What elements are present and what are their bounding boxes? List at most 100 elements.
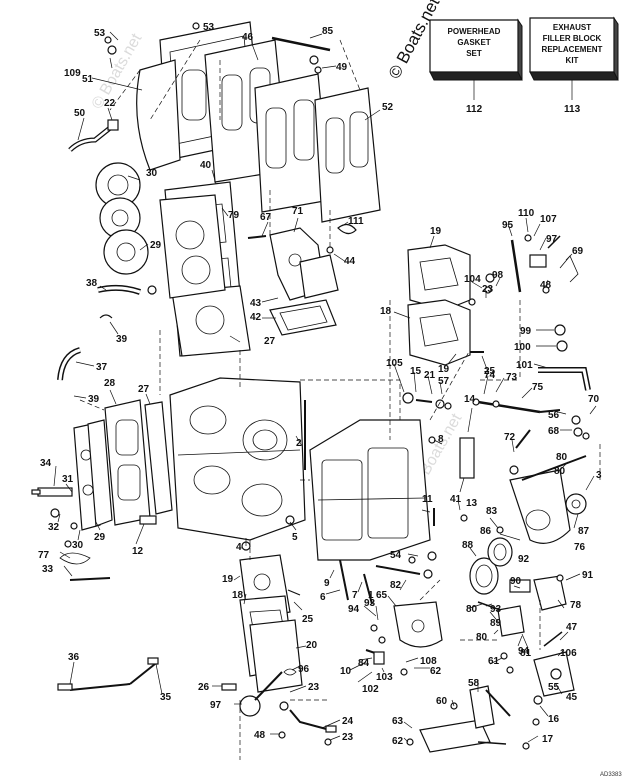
exhaust-gasket-52[interactable]: [314, 87, 381, 223]
callout: 9: [324, 578, 330, 589]
callout: 42: [250, 312, 262, 323]
callout: 55: [548, 682, 560, 693]
callout: 21: [424, 370, 436, 381]
callout: 28: [104, 378, 116, 389]
callout: 27: [264, 336, 276, 347]
cylinder-block[interactable]: [169, 377, 306, 541]
kit2-line3: REPLACEMENT: [542, 45, 603, 54]
callout: 104: [464, 274, 481, 285]
callout: 8: [438, 434, 444, 445]
callout: 57: [438, 376, 450, 387]
callout: 95: [502, 220, 514, 231]
callout: 6: [320, 592, 326, 603]
reed-housing-20[interactable]: [249, 619, 303, 693]
spring-88[interactable]: [469, 557, 499, 595]
callout: 65: [376, 590, 388, 601]
callout: 81: [520, 648, 532, 659]
reed-plate-19-lower[interactable]: [407, 299, 471, 366]
callout: 24: [342, 716, 354, 727]
kit1-line1: POWERHEAD: [448, 27, 501, 36]
callout: 18: [232, 590, 244, 601]
callout: 19: [430, 226, 442, 237]
callout: 17: [542, 734, 554, 745]
callout: 80: [556, 452, 568, 463]
callout: 63: [392, 716, 404, 727]
callout: 49: [336, 62, 348, 73]
gasket-42[interactable]: [269, 299, 337, 336]
callout: 12: [132, 546, 144, 557]
callout: 11: [422, 494, 433, 505]
callout: 25: [302, 614, 314, 625]
exhaust-filler-block-kit[interactable]: EXHAUST FILLER BLOCK REPLACEMENT KIT: [529, 16, 619, 81]
kit2-line4: KIT: [566, 56, 579, 65]
callout: 29: [150, 240, 162, 251]
callout: 91: [582, 570, 594, 581]
callout: 34: [40, 458, 52, 469]
callout: 82: [390, 580, 402, 591]
callout: 16: [548, 714, 560, 725]
mount-bracket-63[interactable]: [419, 685, 495, 753]
plate-43[interactable]: [299, 254, 339, 299]
callout: 99: [520, 326, 532, 337]
callout: 1: [368, 590, 374, 601]
callout: 97: [546, 234, 558, 245]
callout: 4: [236, 542, 242, 553]
spring-92[interactable]: [487, 537, 513, 567]
callout: 38: [86, 278, 98, 289]
callout: 78: [570, 600, 582, 611]
powerhead-gasket-set-kit[interactable]: POWERHEAD GASKET SET: [429, 18, 523, 81]
cylinder-head[interactable]: [159, 194, 226, 299]
callout: 23: [482, 284, 494, 295]
callout-labels: 53 53 109 51 46 85 49 52 50 22 30 40 79 …: [38, 22, 602, 747]
callout: 13: [466, 498, 478, 509]
callout: 102: [362, 684, 379, 695]
exhaust-plate-51[interactable]: [136, 59, 181, 171]
callout: 26: [198, 682, 210, 693]
callout: 37: [96, 362, 108, 373]
callout: 23: [342, 732, 354, 743]
callout: 80: [476, 632, 488, 643]
callout: 71: [292, 206, 304, 217]
throttle-cam-76[interactable]: [509, 469, 571, 544]
callout: 79: [228, 210, 240, 221]
callout: 31: [62, 474, 74, 485]
callout: 19: [222, 574, 234, 585]
callout: 67: [260, 212, 272, 223]
gasket-27-lower[interactable]: [144, 401, 173, 515]
callout: 87: [578, 526, 590, 537]
callout: 3: [596, 470, 602, 481]
callout: 54: [390, 550, 402, 561]
cam-plate-65[interactable]: [393, 601, 443, 648]
callout: 98: [492, 270, 504, 281]
spark-plug-34[interactable]: [31, 487, 73, 497]
kit1-number: 112: [466, 104, 483, 115]
callout: 110: [518, 208, 535, 219]
callout: 111: [348, 216, 364, 227]
callout: 43: [250, 298, 262, 309]
callout: 53: [94, 28, 106, 39]
callout: 77: [38, 550, 50, 561]
callout: 94: [348, 604, 360, 615]
crankcase-half[interactable]: [309, 419, 431, 561]
callout: 85: [322, 26, 334, 37]
exhaust-cover-28[interactable]: [104, 399, 151, 526]
callout: 5: [292, 532, 298, 543]
kit2-number: 113: [564, 104, 581, 115]
callout: 39: [88, 394, 100, 405]
callout: 60: [436, 696, 448, 707]
cylinder-head-gasket-27[interactable]: [171, 285, 251, 357]
callout: 2: [296, 438, 302, 449]
transfer-gasket-30[interactable]: [87, 419, 113, 527]
callout: 36: [68, 652, 80, 663]
callout: 53: [203, 22, 215, 33]
callout: 52: [382, 102, 394, 113]
callout: 93: [490, 604, 502, 615]
thermostat-housing[interactable]: [103, 229, 149, 275]
callout: 61: [488, 656, 500, 667]
callout: 44: [344, 256, 356, 267]
callout: 27: [138, 384, 150, 395]
callout: 30: [146, 168, 158, 179]
callout: 105: [386, 358, 403, 369]
callout: 107: [540, 214, 557, 225]
